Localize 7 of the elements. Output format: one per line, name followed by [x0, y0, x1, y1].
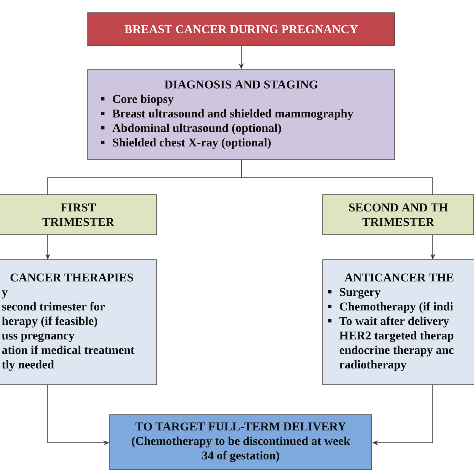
process-box: DIAGNOSIS AND STAGING Core biopsy Breast ultrasound and shielded mammography Abdominal ultrasound (optional) Shielded chest X-ray (optional): [88, 70, 396, 160]
title-box: BREAST CANCER DURING PREGNANCY: [88, 12, 396, 46]
phase-box: FIRST TRIMESTER: [0, 194, 158, 236]
therapy-box: ANTICANCER THE Surgery Chemotherapy (if indi To wait after delivery HER2 targeted therap endocrine therapy anc radiotherapy: [322, 260, 474, 386]
outcome-box: TO TARGET FULL-TERM DELIVERY (Chemotherapy to be discontinued at week 34 of gestation): [110, 414, 372, 470]
phase-box: SECOND AND TH TRIMESTER: [322, 194, 474, 236]
therapy-box: CANCER THERAPIES y second trimester for herapy (if feasible) uss pregnancy ation if medical treatment tly needed: [0, 260, 158, 386]
